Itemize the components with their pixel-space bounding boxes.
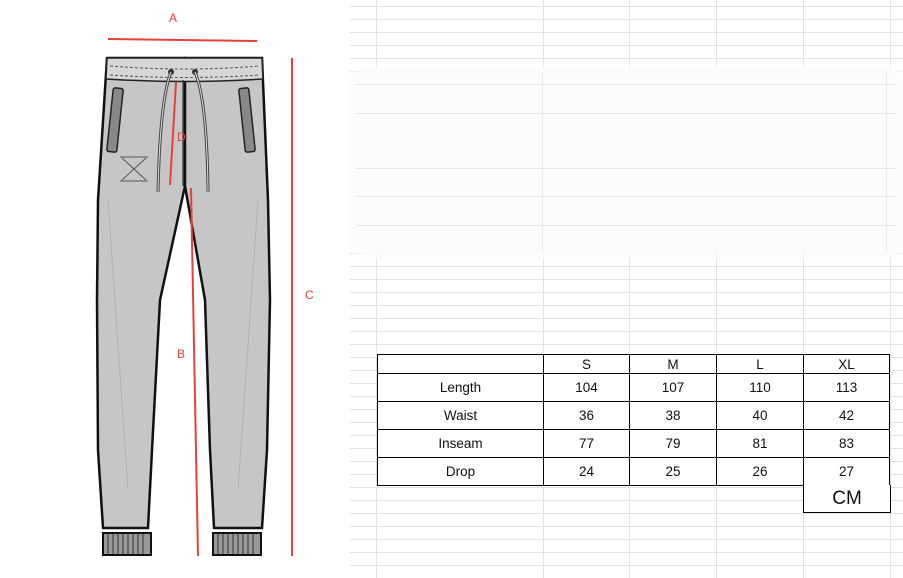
- table-cell: 104: [543, 373, 630, 402]
- table-cell: 107: [629, 373, 717, 402]
- erased-region: [356, 72, 901, 252]
- label-c: C: [305, 288, 314, 302]
- header-cell-s: S: [543, 354, 630, 374]
- table-row: Inseam 77 79 81 83: [377, 429, 890, 458]
- measure-line-b: [190, 187, 199, 557]
- label-b: B: [177, 347, 185, 361]
- table-row: Drop 24 25 26 27: [377, 457, 890, 486]
- measure-line-a: [107, 38, 258, 42]
- table-cell: 110: [716, 373, 804, 402]
- table-cell: 83: [803, 429, 890, 458]
- table-header-row: S M L XL: [377, 354, 890, 374]
- table-row: Waist 36 38 40 42: [377, 401, 890, 430]
- table-cell: 25: [629, 457, 717, 486]
- table-cell: 113: [803, 373, 890, 402]
- table-cell: 24: [543, 457, 630, 486]
- row-label: Length: [377, 373, 544, 402]
- pants-outline: [95, 56, 272, 556]
- table-cell: 77: [543, 429, 630, 458]
- table-cell: 79: [629, 429, 717, 458]
- header-cell-empty: [377, 354, 544, 374]
- table-row: Length 104 107 110 113: [377, 373, 890, 402]
- table-cell: 38: [629, 401, 717, 430]
- label-a: A: [169, 11, 177, 25]
- size-chart-table: S M L XL Length 104 107 110 113 Waist 36…: [377, 354, 890, 486]
- table-cell: 81: [716, 429, 804, 458]
- header-cell-m: M: [629, 354, 717, 374]
- table-cell: 27: [803, 457, 890, 486]
- table-cell: 36: [543, 401, 630, 430]
- row-label: Drop: [377, 457, 544, 486]
- table-cell: 42: [803, 401, 890, 430]
- label-d: D: [177, 130, 186, 144]
- header-cell-l: L: [716, 354, 804, 374]
- header-cell-xl: XL: [803, 354, 890, 374]
- row-label: Waist: [377, 401, 544, 430]
- measure-line-d: [169, 81, 177, 186]
- table-cell: 40: [716, 401, 804, 430]
- unit-label: CM: [803, 485, 891, 513]
- pants-diagram: A: [95, 11, 314, 557]
- row-label: Inseam: [377, 429, 544, 458]
- table-cell: 26: [716, 457, 804, 486]
